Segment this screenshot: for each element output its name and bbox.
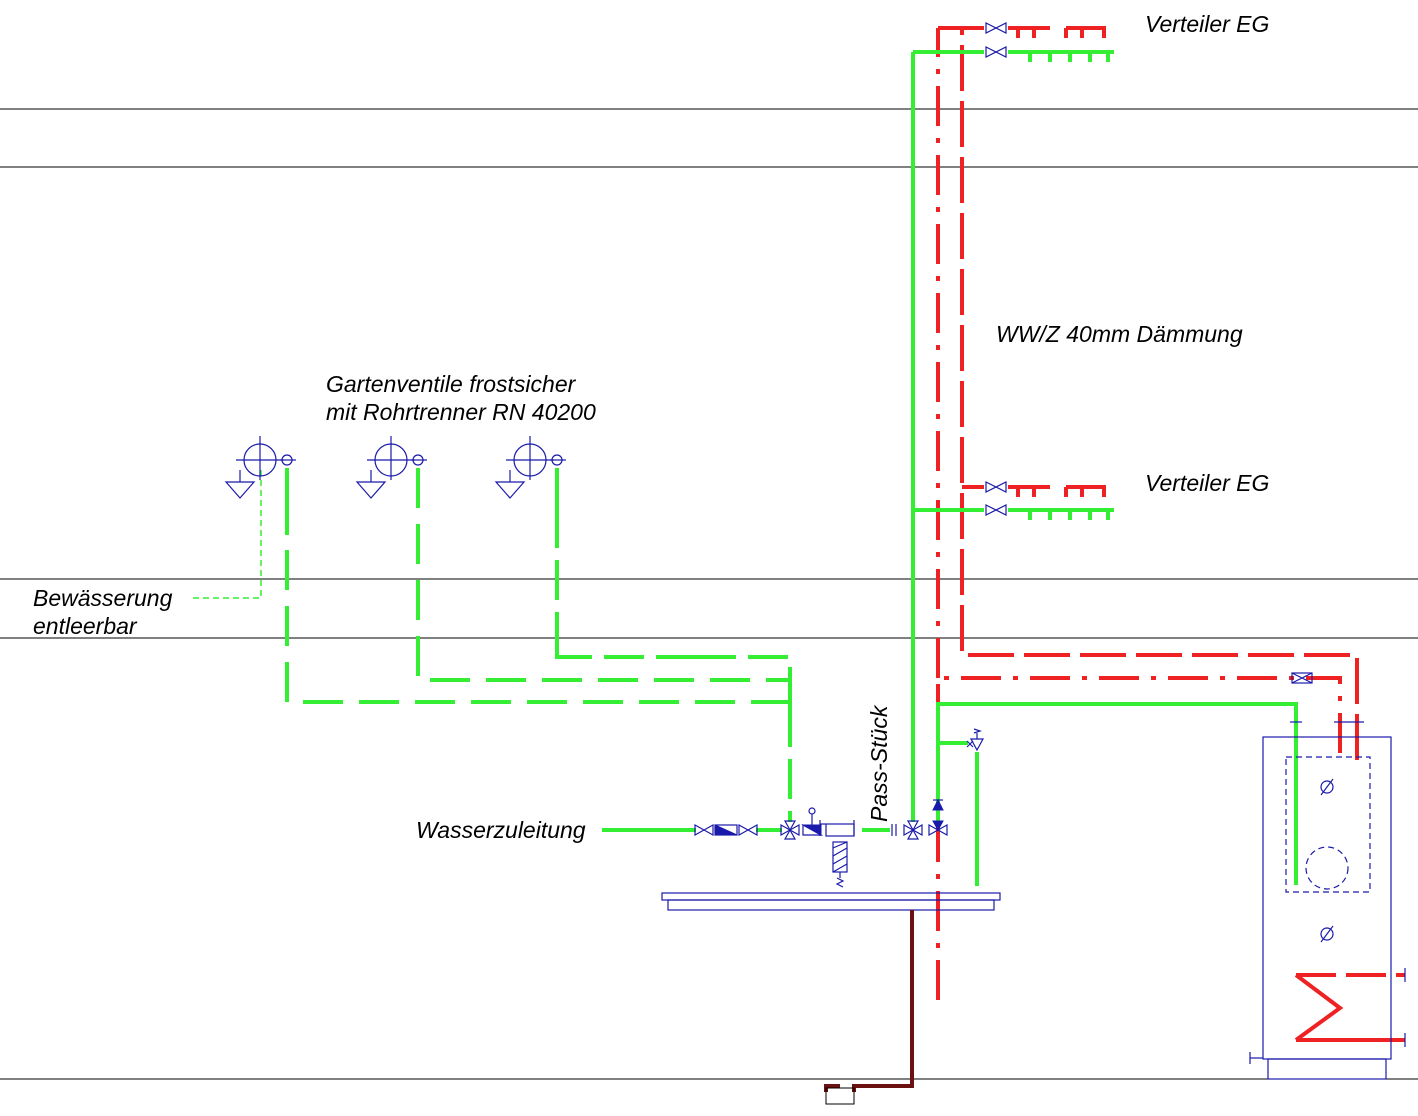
garden-line-3 [555,468,792,822]
garden-valve-icon [494,436,566,499]
cold-water-piping [190,50,1298,886]
hot-water-outlets-top [1016,28,1106,38]
drain-pipe [824,1084,840,1092]
thermometer-icon [1320,925,1334,943]
garden-line-2 [416,468,790,682]
verteiler-eg-mid-label: Verteiler EG [1145,470,1269,496]
check-valve-icon [714,824,738,836]
hot-water-circulation-riser [936,676,1342,1000]
cold-water-outlets-mid [1028,510,1110,520]
tee-valve-icon [780,820,800,840]
boiler-cold-feed [936,702,1298,885]
garden-valves [224,436,566,499]
irrigation-drain-line [190,470,262,599]
pass-stueck-label: Pass-Stück [866,704,892,822]
gate-valve-icon [985,504,1007,516]
gate-valve-icon [985,481,1007,493]
union-fitting-icon [891,824,897,836]
garden-valves-label-line2: mit Rohrtrenner RN 40200 [326,399,596,425]
water-supply-label: Wasserzuleitung [416,817,586,843]
hot-water-outlets-mid [1016,487,1106,497]
drain-tray [661,892,1001,1105]
gate-valve-icon [985,22,1007,34]
gate-valve-icon [985,46,1007,58]
verteiler-eg-top-label: Verteiler EG [1145,11,1269,37]
tee-valve-icon [903,820,923,840]
floor-drain-icon [825,1087,855,1105]
gate-valve-icon [738,823,758,837]
heat-exchanger-coil-icon [1294,973,1344,1042]
hot-water-supply-riser [960,28,1359,760]
labels: Verteiler EG Verteiler EG WW/Z 40mm Dämm… [33,11,1269,843]
irrigation-label-line2: entleerbar [33,613,138,639]
garden-valve-icon [355,436,427,499]
garden-line-1 [285,550,790,704]
circulation-valve-icon [1291,672,1313,684]
garden-valves-label-line1: Gartenventile frostsicher [326,371,577,397]
tee-valve-icon [928,820,948,837]
fittings [694,22,1313,888]
safety-valve-icon [966,728,985,752]
thermometer-icon [1320,778,1334,796]
floor-lines [0,108,1418,1080]
garden-valve-icon [224,436,296,499]
ww-z-insulation-label: WW/Z 40mm Dämmung [996,321,1243,347]
filter-icon [819,820,855,888]
hot-water-piping [936,26,1405,1042]
gate-valve-icon [694,823,714,837]
check-valve-icon [932,798,944,811]
pressure-reducer-icon [801,807,824,836]
drain-pipe [852,910,914,1092]
irrigation-label-line1: Bewässerung [33,585,173,611]
hot-water-storage-tank-icon [1249,721,1406,1080]
cold-water-outlets-top [1028,52,1110,62]
